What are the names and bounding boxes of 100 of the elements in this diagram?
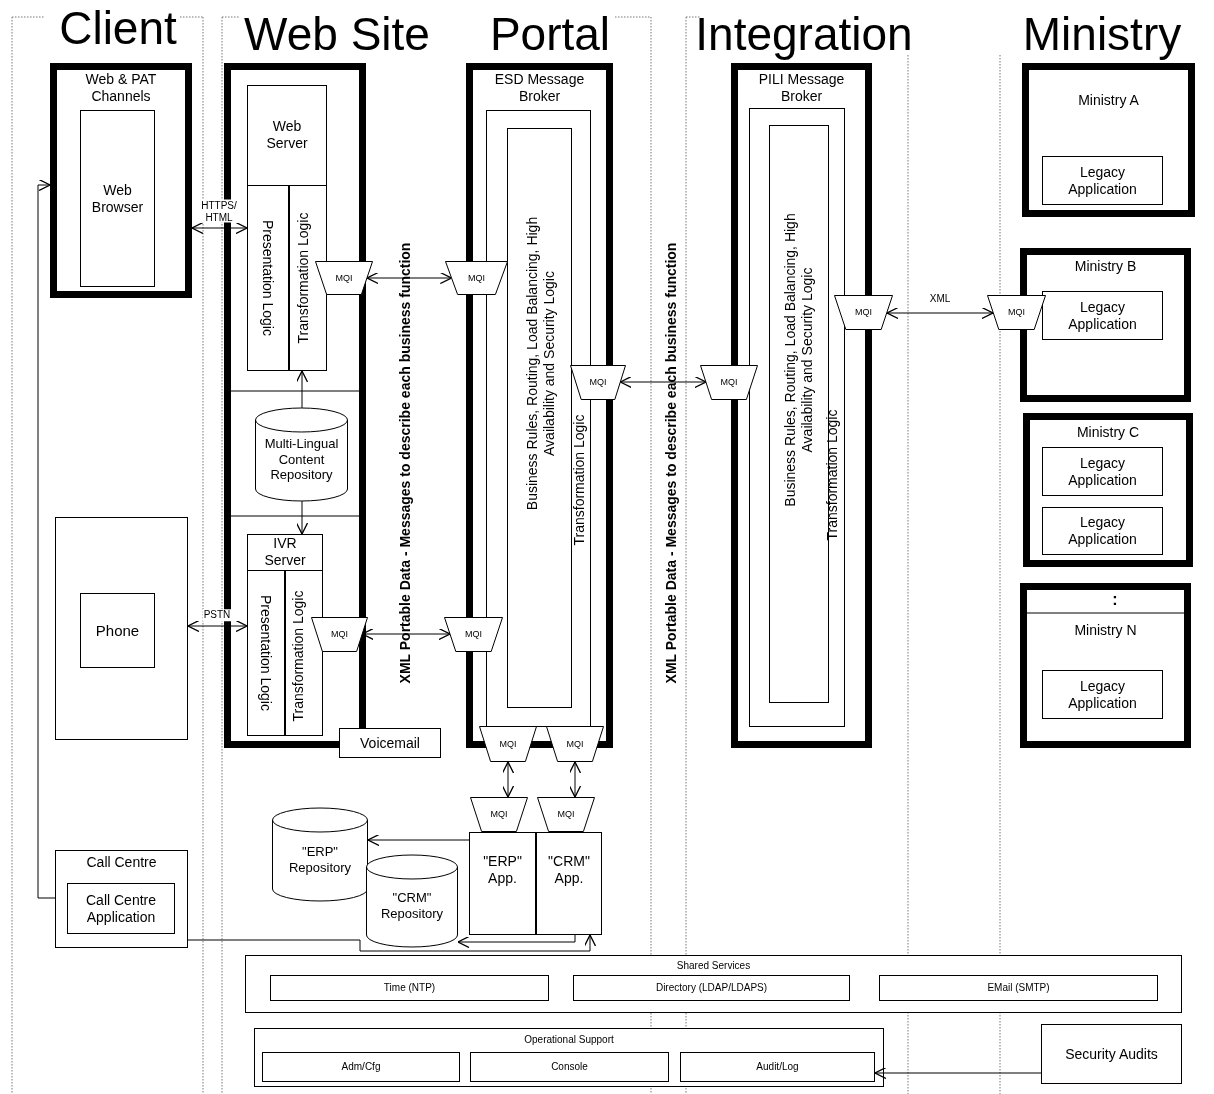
box-label: Time (NTP) — [383, 982, 436, 994]
box-label: : — [1112, 590, 1118, 610]
box-label: Presentation Logic — [257, 595, 275, 711]
component-box — [469, 832, 536, 935]
box-label: MQI — [468, 272, 485, 284]
component-box — [1042, 156, 1163, 205]
box-label: Ministry N — [1074, 621, 1137, 639]
box-label: Transformation Logic — [570, 414, 588, 546]
box-label: Legacy Application — [1067, 163, 1138, 198]
component-box — [339, 728, 441, 758]
arrow — [295, 370, 309, 409]
box-label: ESD Message Broker — [493, 71, 586, 105]
component-box — [573, 975, 850, 1001]
vertical-note: XML Portable Data - Messages to describe each business function — [397, 242, 411, 683]
edge-label: XML — [928, 293, 952, 305]
component-box — [1042, 447, 1163, 496]
box-label: Legacy Application — [1067, 454, 1138, 489]
container-box — [55, 517, 188, 740]
box-label: Transformation Logic — [289, 590, 307, 722]
box-label: MQI — [331, 629, 348, 640]
component-box — [680, 1052, 875, 1082]
box-label: Web & PAT Channels — [84, 71, 158, 105]
component-box — [270, 975, 549, 1001]
box-label: Shared Services — [676, 960, 751, 972]
queue-interface-symbol — [470, 797, 528, 832]
box-label: Legacy Application — [1067, 677, 1138, 712]
arrow — [619, 375, 707, 389]
component-box — [80, 593, 155, 668]
queue-interface-symbol — [987, 295, 1046, 330]
component-box — [470, 1052, 669, 1082]
component-box — [254, 1028, 884, 1087]
system-box — [1023, 413, 1193, 567]
lane-heading: Client — [59, 5, 177, 51]
arrow — [367, 833, 470, 847]
component-box — [67, 883, 175, 934]
queue-interface-symbol — [537, 797, 595, 832]
component-box — [536, 832, 602, 935]
arrow — [501, 761, 515, 798]
box-label: MQI — [557, 809, 575, 820]
component-box — [1041, 1024, 1182, 1084]
box-label: Phone — [95, 621, 140, 640]
box-label: Legacy Application — [1067, 514, 1138, 548]
queue-interface-symbol — [315, 261, 373, 295]
box-label: Call Centre Application — [85, 891, 157, 926]
system-box — [50, 63, 192, 298]
box-label: Voicemail — [360, 734, 420, 752]
queue-interface-symbol — [570, 365, 626, 400]
component-box — [262, 1052, 460, 1082]
component-box — [749, 108, 845, 727]
lane-heading: Portal — [489, 11, 611, 57]
lane-heading: Web Site — [244, 11, 430, 57]
box-label: Business Rules, Routing, Load Balancing, High Availability and Security Logic — [782, 212, 816, 509]
component-box — [245, 955, 1182, 1013]
component-box — [486, 110, 591, 727]
box-label: MQI — [465, 629, 482, 640]
queue-interface-symbol — [700, 365, 758, 400]
queue-interface-symbol — [834, 295, 893, 330]
box-label: MQI — [720, 377, 738, 388]
box-label: "ERP" Repository — [287, 843, 353, 876]
arrow — [187, 934, 597, 952]
arrow — [187, 619, 248, 633]
arrow — [874, 1066, 1042, 1080]
box-label: Legacy Application — [1067, 298, 1138, 333]
arrow — [457, 934, 576, 949]
vertical-note: XML Portable Data - Messages to describe each business function — [663, 242, 677, 683]
box-label: MQI — [855, 307, 872, 318]
box-label: IVR Server — [263, 535, 307, 569]
box-label: Transformation Logic — [293, 212, 311, 343]
component-box — [247, 534, 323, 736]
box-label: MQI — [490, 809, 508, 820]
box-label: Multi-Lingual Content Repository — [263, 436, 340, 483]
component-box — [879, 975, 1158, 1001]
box-label: Operational Support — [524, 1034, 614, 1046]
box-label: MQI — [335, 272, 353, 284]
box-label: "CRM" Repository — [379, 890, 445, 922]
arrow — [366, 271, 452, 285]
queue-interface-symbol — [444, 617, 503, 652]
arrow — [295, 500, 309, 535]
component-box — [80, 110, 155, 287]
arrow — [37, 178, 56, 899]
box-label: MQI — [1008, 307, 1025, 318]
system-box — [1022, 63, 1195, 217]
box-label: Audit/Log — [756, 1061, 799, 1073]
box-label: Transformation Logic — [823, 409, 841, 541]
box-label: EMail (SMTP) — [987, 982, 1050, 994]
component-box — [1042, 670, 1163, 719]
component-box — [247, 185, 289, 371]
box-label: "CRM" App. — [547, 853, 591, 887]
component-box — [1042, 507, 1163, 555]
system-box — [1020, 583, 1191, 748]
box-label: PILI Message Broker — [757, 71, 846, 105]
box-label: MQI — [589, 377, 607, 388]
edge-label: PSTN — [202, 609, 232, 621]
box-label: MQI — [566, 738, 584, 750]
box-label: MQI — [499, 738, 517, 750]
box-label: "ERP" App. — [482, 853, 523, 887]
box-label: Adm/Cfg — [341, 1061, 381, 1073]
box-label: Presentation Logic — [259, 220, 277, 336]
box-label: Web Server — [265, 118, 309, 152]
box-label: Ministry C — [1076, 423, 1140, 441]
